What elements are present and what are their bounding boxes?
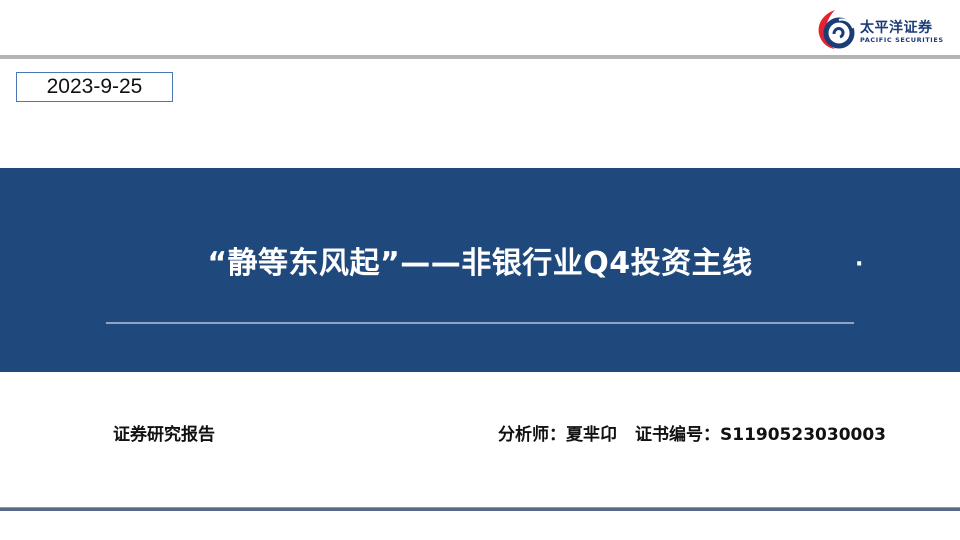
analyst-name: 夏芈卬 xyxy=(566,425,617,445)
footer-divider xyxy=(0,507,960,511)
cert-number: S1190523030003 xyxy=(720,425,887,445)
pacific-securities-logo-icon xyxy=(818,10,855,49)
banner-divider xyxy=(106,322,854,324)
company-logo: 太平洋证券 PACIFIC SECURITIES xyxy=(815,6,945,52)
report-title: “静等东风起”——非银行业Q4投资主线 xyxy=(207,246,753,281)
header-divider xyxy=(0,55,960,59)
title-trailing-mark: · xyxy=(855,252,864,277)
analyst-info: 分析师：夏芈卬证书编号：S1190523030003 xyxy=(498,420,886,445)
analyst-label: 分析师： xyxy=(498,425,566,445)
logo-name-cn: 太平洋证券 xyxy=(860,20,933,36)
report-type-label: 证券研究报告 xyxy=(113,425,215,445)
title-banner: “静等东风起”——非银行业Q4投资主线 · xyxy=(0,168,960,372)
logo-name-en: PACIFIC SECURITIES xyxy=(860,36,944,44)
cert-label: 证书编号： xyxy=(635,425,720,445)
report-date: 2023-9-25 xyxy=(16,72,173,102)
